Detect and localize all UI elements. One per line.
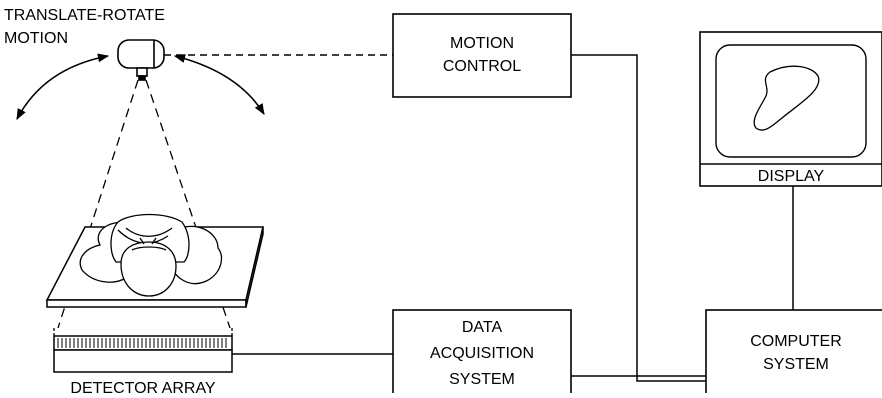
computer-system-label-line2: SYSTEM [763, 356, 829, 373]
display-monitor [699, 31, 882, 187]
scan-image-shape [753, 65, 820, 131]
data-acquisition-label-line3: SYSTEM [449, 371, 515, 388]
patient-figure [79, 213, 223, 297]
computer-system-label-line1: COMPUTER [750, 333, 842, 350]
detector-array-label: DETECTOR ARRAY [70, 380, 216, 393]
data-acquisition-label-line1: DATA [462, 319, 503, 336]
connectors [232, 54, 794, 382]
motion-label-line1: TRANSLATE-ROTATE [4, 7, 165, 24]
detector-array [53, 328, 233, 373]
data-acquisition-box [392, 309, 572, 398]
motion-control-label-line2: CONTROL [443, 58, 521, 75]
motion-label-line2: MOTION [4, 30, 68, 47]
motion-control-box [392, 13, 572, 98]
rotate-arrow-left [16, 53, 110, 120]
data-acquisition-label-line2: ACQUISITION [430, 345, 534, 362]
motion-control-label-line1: MOTION [450, 35, 514, 52]
computer-system-box [705, 309, 882, 398]
xray-tube [117, 39, 165, 81]
rotate-arrow-right [173, 54, 265, 115]
display-label: DISPLAY [758, 168, 825, 185]
